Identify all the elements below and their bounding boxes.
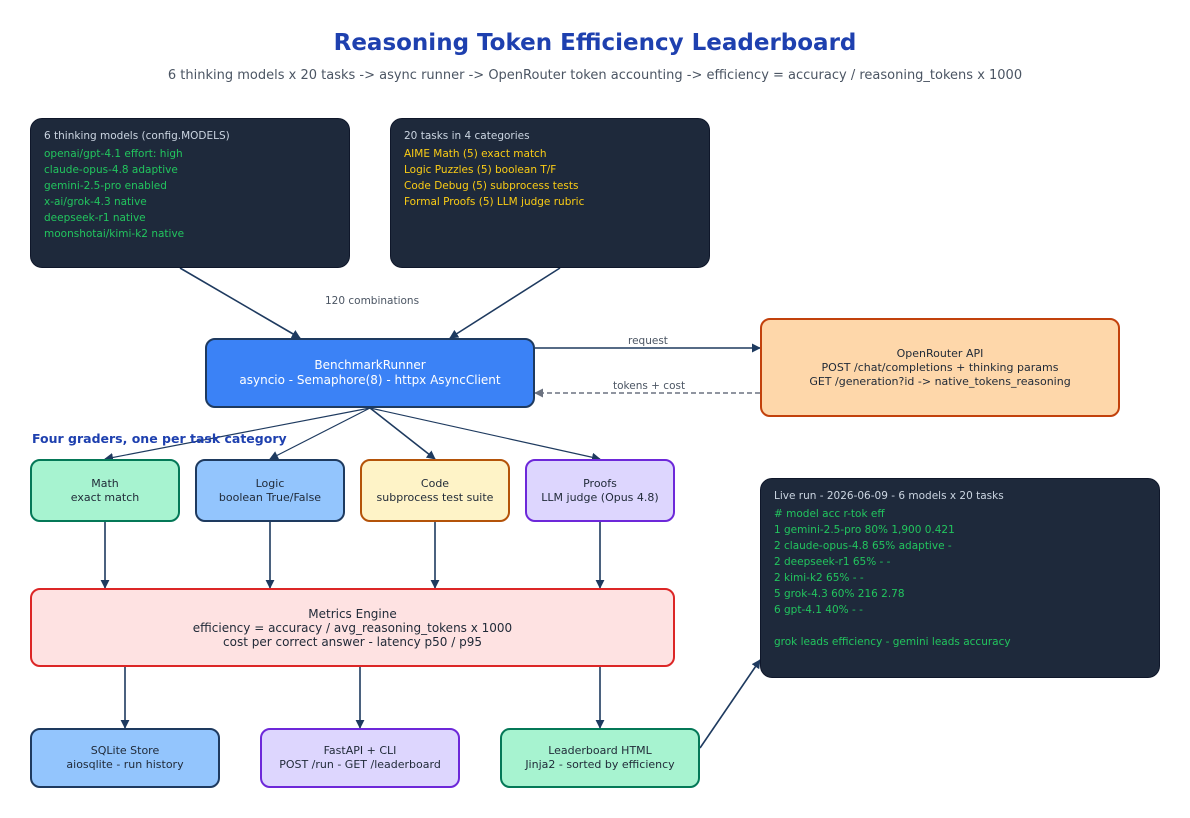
live-run-spacer [774, 618, 1146, 634]
leaderboard-html-node: Leaderboard HTML Jinja2 - sorted by effi… [500, 728, 700, 788]
tokens-cost-label: tokens + cost [613, 380, 686, 392]
live-run-line: # model acc r-tok eff [774, 508, 885, 520]
fastapi-cli-node: FastAPI + CLI POST /run - GET /leaderboa… [260, 728, 460, 788]
proofs-grader-node: Proofs LLM judge (Opus 4.8) [525, 459, 675, 522]
grader-title: Logic [255, 476, 285, 490]
grader-title: Proofs [583, 476, 617, 490]
metrics-title: Metrics Engine [308, 606, 397, 621]
live-run-line: 2 deepseek-r1 65% - - [774, 556, 891, 568]
live-run-footer: grok leads efficiency - gemini leads acc… [774, 636, 1011, 648]
grader-detail: subprocess test suite [376, 490, 494, 504]
arrow-tasks-to-runner [449, 267, 561, 339]
arrow-leaderboard-to-liverun [699, 659, 761, 749]
output-detail: POST /run - GET /leaderboard [279, 758, 441, 771]
task-item: Formal Proofs (5) LLM judge rubric [404, 196, 585, 208]
metrics-line1: efficiency = accuracy / avg_reasoning_to… [192, 620, 513, 635]
live-run-panel: Live run - 2026-06-09 - 6 models x 20 ta… [760, 478, 1160, 678]
combinations-label: 120 combinations [325, 295, 420, 307]
model-item: x-ai/grok-4.3 native [44, 196, 147, 208]
runner-detail: asyncio - Semaphore(8) - httpx AsyncClie… [239, 373, 501, 387]
metrics-engine-node: Metrics Engine efficiency = accuracy / a… [30, 588, 675, 667]
model-item: moonshotai/kimi-k2 native [44, 228, 185, 240]
output-title: SQLite Store [90, 744, 160, 757]
tasks-panel-heading: 20 tasks in 4 categories [404, 130, 530, 142]
grader-detail: LLM judge (Opus 4.8) [541, 490, 659, 504]
openrouter-api-node: OpenRouter API POST /chat/completions + … [760, 318, 1120, 417]
output-title: Leaderboard HTML [548, 744, 652, 757]
arrow-runner-to-math [104, 407, 371, 462]
arrow-runner-to-proofs [369, 407, 601, 462]
logic-grader-node: Logic boolean True/False [195, 459, 345, 522]
grader-title: Code [420, 476, 450, 490]
benchmark-runner-node: BenchmarkRunner asyncio - Semaphore(8) -… [205, 338, 535, 408]
arrow-runner-to-code [369, 407, 436, 460]
model-item: deepseek-r1 native [44, 212, 146, 224]
models-panel-heading: 6 thinking models (config.MODELS) [44, 130, 230, 142]
model-item: claude-opus-4.8 adaptive [44, 164, 178, 176]
model-item: gemini-2.5-pro enabled [44, 180, 167, 192]
metrics-line2: cost per correct answer - latency p50 / … [223, 634, 482, 649]
output-detail: aiosqlite - run history [66, 758, 184, 771]
arrow-models-to-runner [179, 267, 301, 339]
live-run-line: 2 kimi-k2 65% - - [774, 572, 864, 584]
tasks-panel: 20 tasks in 4 categories AIME Math (5) e… [390, 118, 710, 268]
output-detail: Jinja2 - sorted by efficiency [525, 758, 675, 771]
live-run-line: 5 grok-4.3 60% 216 2.78 [774, 588, 905, 600]
arrow-runner-to-logic [269, 407, 371, 460]
task-item: Logic Puzzles (5) boolean T/F [404, 164, 557, 176]
code-grader-node: Code subprocess test suite [360, 459, 510, 522]
page-subtitle: 6 thinking models x 20 tasks -> async ru… [167, 68, 1023, 83]
live-run-line: 2 claude-opus-4.8 65% adaptive - [774, 540, 952, 552]
models-panel: 6 thinking models (config.MODELS) openai… [30, 118, 350, 268]
page-title: Reasoning Token Efficiency Leaderboard [333, 30, 857, 56]
live-run-heading: Live run - 2026-06-09 - 6 models x 20 ta… [774, 490, 1004, 502]
request-label: request [628, 335, 668, 347]
grader-detail: exact match [70, 490, 140, 504]
openrouter-title: OpenRouter API [896, 346, 984, 360]
grader-detail: boolean True/False [218, 490, 322, 504]
live-run-line: 1 gemini-2.5-pro 80% 1,900 0.421 [774, 524, 955, 536]
openrouter-line2: GET /generation?id -> native_tokens_reas… [809, 374, 1071, 388]
task-item: Code Debug (5) subprocess tests [404, 180, 579, 192]
graders-section-label: Four graders, one per task category [32, 431, 287, 446]
sqlite-store-node: SQLite Store aiosqlite - run history [30, 728, 220, 788]
math-grader-node: Math exact match [30, 459, 180, 522]
output-title: FastAPI + CLI [323, 744, 397, 757]
model-item: openai/gpt-4.1 effort: high [44, 148, 183, 160]
runner-title: BenchmarkRunner [314, 358, 426, 372]
live-run-line: 6 gpt-4.1 40% - - [774, 604, 863, 616]
grader-title: Math [91, 476, 119, 490]
task-item: AIME Math (5) exact match [404, 148, 547, 160]
openrouter-line1: POST /chat/completions + thinking params [821, 360, 1059, 374]
